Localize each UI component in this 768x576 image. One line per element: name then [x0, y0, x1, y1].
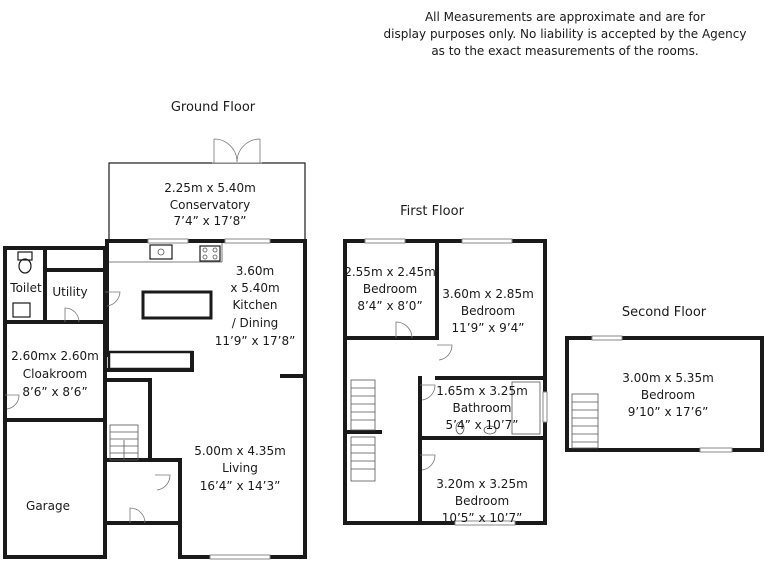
bedroom-small-name: Bedroom: [363, 282, 417, 296]
hall-wall: [103, 458, 182, 525]
bedroom-top-name: Bedroom: [641, 388, 695, 402]
second-floor-outline: [565, 336, 764, 452]
garage-outer: [3, 418, 107, 559]
room-bathroom: 1.65m x 3.25m Bathroom 5’4” x 10’7”: [436, 384, 528, 432]
second-floor-title: Second Floor: [622, 305, 707, 320]
room-bedroom-front: 3.60m x 2.85m Bedroom 11’9” x 9’4”: [442, 287, 534, 335]
bedroom-front-name: Bedroom: [461, 304, 515, 318]
cloakroom-door: [64, 307, 80, 323]
bedroom-small-metric: 2.55m x 2.45m: [344, 265, 436, 279]
toilet-icon: [18, 258, 32, 274]
living-window: [209, 554, 271, 560]
kitchen-living-wall: [105, 351, 194, 372]
kitchen-metric-1: 3.60m: [236, 264, 274, 278]
bathroom-name: Bathroom: [453, 401, 512, 415]
utility-door: [105, 291, 121, 307]
living-name: Living: [222, 461, 258, 475]
first-floor-plan: [343, 238, 548, 526]
room-bedroom-top: 3.00m x 5.35m Bedroom 9’10” x 17’6”: [622, 371, 714, 419]
cloakroom-name: Cloakroom: [23, 367, 87, 381]
disclaimer: All Measurements are approximate and are…: [384, 10, 747, 58]
ground-stairs: [109, 424, 139, 461]
room-living: 5.00m x 4.35m Living 16’4” x 14’3”: [194, 444, 286, 493]
front-door: [129, 507, 146, 524]
living-imperial: 16’4” x 14’3”: [200, 479, 281, 493]
stair-wall: [105, 378, 152, 462]
bathroom-toilet-icon: [455, 421, 465, 435]
toilet-label: Toilet: [9, 281, 42, 295]
toilet-cistern: [17, 251, 33, 261]
first-floor-stairs: [350, 379, 376, 482]
bedroom-top-metric: 3.00m x 5.35m: [622, 371, 714, 385]
conservatory-metric: 2.25m x 5.40m: [164, 181, 256, 195]
side-door: [5, 394, 20, 410]
sink-icon: [149, 244, 173, 260]
hob-icon: [199, 245, 221, 262]
cloakroom-imperial: 8’6” x 8’6”: [22, 385, 87, 399]
bedroom-front-metric: 3.60m x 2.85m: [442, 287, 534, 301]
bathroom-metric: 1.65m x 3.25m: [436, 384, 528, 398]
cloakroom-metric: 2.60mx 2.60m: [11, 349, 99, 363]
room-cloakroom: 2.60mx 2.60m Cloakroom 8’6” x 8’6”: [11, 349, 99, 399]
conservatory-name: Conservatory: [170, 198, 250, 212]
room-bedroom-small: 2.55m x 2.45m Bedroom 8’4” x 8’0”: [344, 265, 436, 313]
bedroom-top-imperial: 9’10” x 17’6”: [628, 405, 709, 419]
disclaimer-line-2: display purposes only. No liability is a…: [384, 27, 747, 41]
hall-door: [155, 474, 171, 491]
basin-icon: [12, 302, 31, 318]
kitchen-name-1: Kitchen: [232, 298, 277, 312]
garage-label: Garage: [26, 499, 70, 513]
room-conservatory: 2.25m x 5.40m Conservatory 7’4” x 17’8”: [164, 181, 256, 228]
entrance-wall: [103, 418, 182, 525]
disclaimer-line-1: All Measurements are approximate and are…: [425, 10, 705, 24]
bedroom-front-imperial: 11’9” x 9’4”: [452, 321, 525, 335]
bathroom-basin-icon: [483, 425, 497, 435]
kitchen-name-2: / Dining: [232, 316, 279, 330]
bedroom-small-imperial: 8’4” x 8’0”: [357, 299, 422, 313]
kitchen-imperial: 11’9” x 17’8”: [215, 334, 296, 348]
utility-label: Utility: [52, 285, 87, 299]
first-floor-title: First Floor: [400, 204, 464, 219]
kitchen-island: [141, 290, 213, 320]
living-metric: 5.00m x 4.35m: [194, 444, 286, 458]
bedroom-rear-imperial: 10’5” x 10’7”: [442, 511, 523, 525]
bedroom-rear-name: Bedroom: [455, 494, 509, 508]
bedroom-rear-metric: 3.20m x 3.25m: [436, 477, 528, 491]
room-bedroom-rear: 3.20m x 3.25m Bedroom 10’5” x 10’7”: [436, 477, 528, 525]
bath-icon: [511, 381, 541, 435]
bathroom-imperial: 5’4” x 10’7”: [446, 418, 519, 432]
ground-floor-title: Ground Floor: [171, 100, 256, 115]
disclaimer-line-3: as to the exact measurements of the room…: [431, 44, 698, 58]
second-floor-plan: [565, 335, 764, 453]
room-kitchen: 3.60m x 5.40m Kitchen / Dining 11’9” x 1…: [215, 264, 296, 348]
french-doors: [212, 138, 262, 164]
second-floor-stairs: [571, 393, 599, 449]
kitchen-metric-2: x 5.40m: [230, 281, 279, 295]
ground-floor-plan: [3, 138, 307, 560]
conservatory-imperial: 7’4” x 17’8”: [174, 214, 247, 228]
kitchen-counter: [107, 350, 194, 371]
west-block-top: [3, 246, 107, 420]
